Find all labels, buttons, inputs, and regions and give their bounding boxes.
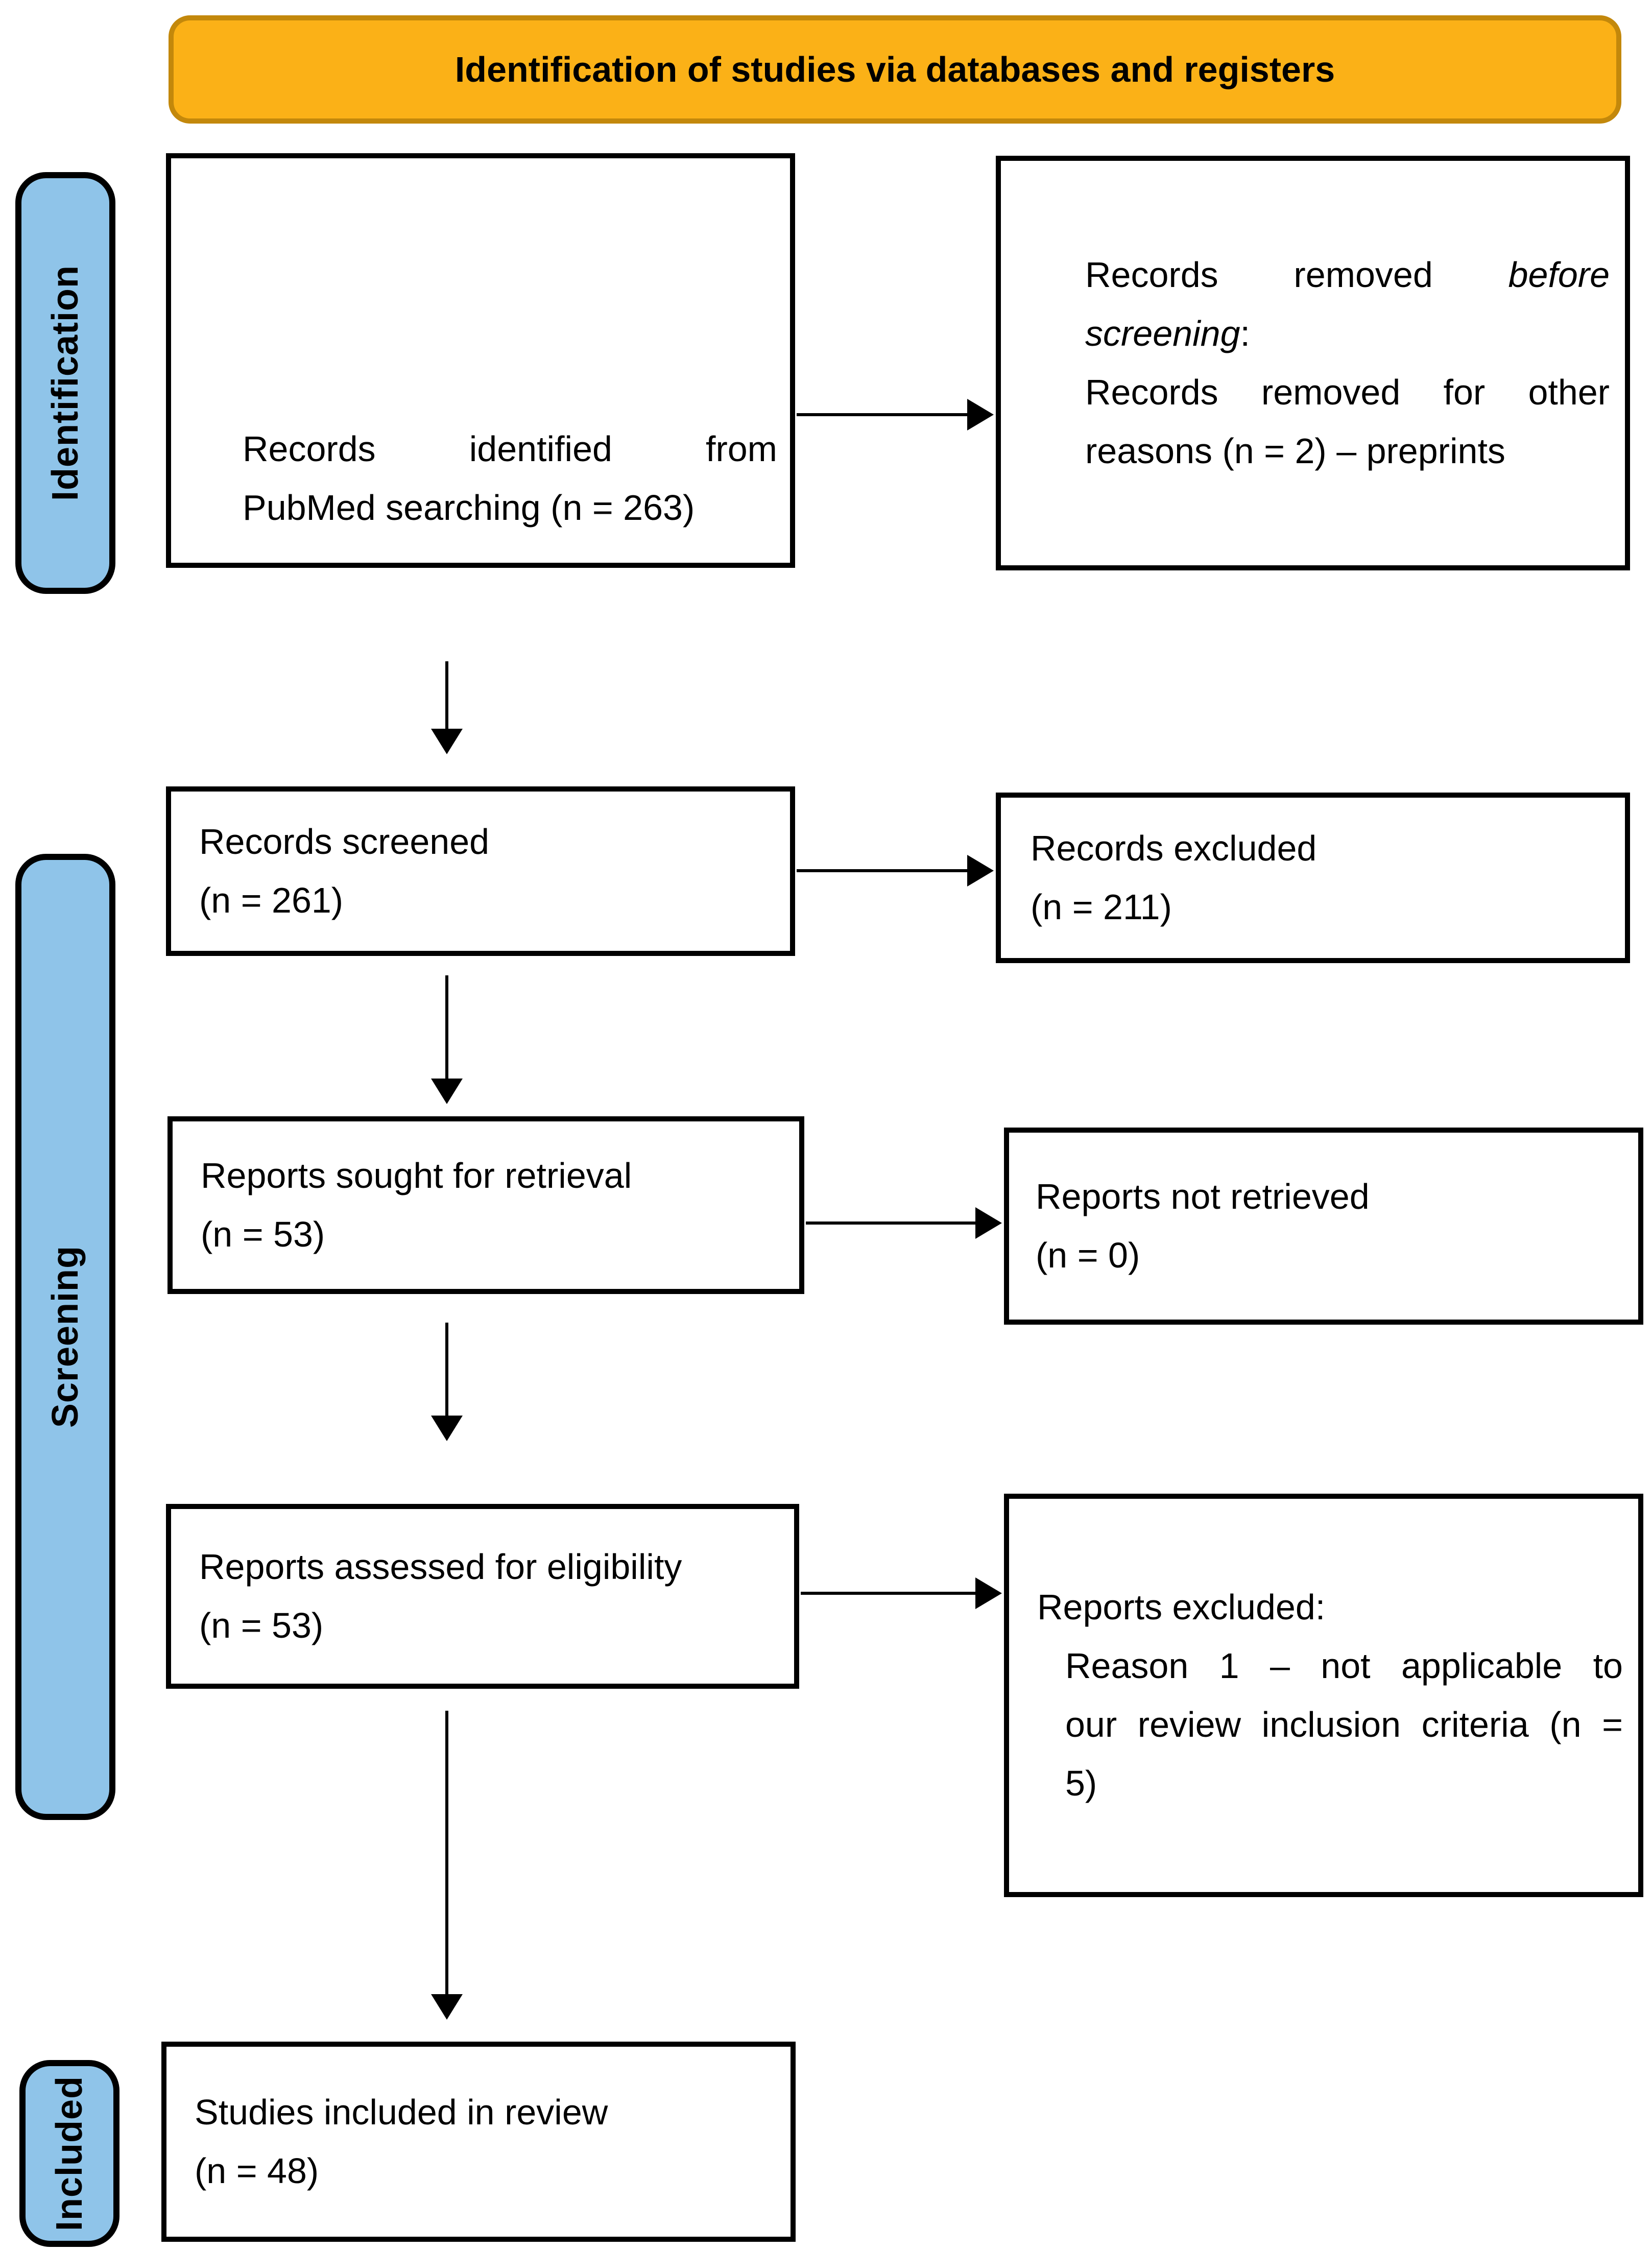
arrow-assessed-to-excluded — [801, 1592, 975, 1595]
box-records-removed: Records removed before screening: Record… — [996, 156, 1630, 570]
reports-not-retrieved-line1: Reports not retrieved — [1036, 1177, 1370, 1216]
reports-sought-line2: (n = 53) — [201, 1214, 325, 1254]
reports-excluded-reason-line3: 5) — [1065, 1763, 1097, 1803]
reports-excluded-reason-line2: our review inclusion criteria (n = — [1065, 1705, 1623, 1744]
records-removed-line1: Records removed before — [1085, 246, 1610, 304]
records-identified-line1: Records identified from — [243, 429, 777, 469]
records-screened-line2: (n = 261) — [199, 880, 344, 920]
arrow-identified-to-screened — [445, 661, 448, 729]
records-screened-line1: Records screened — [199, 822, 490, 861]
records-removed-line1-italic: before — [1508, 255, 1610, 295]
records-removed-line1-regular: Records removed — [1085, 255, 1509, 295]
box-records-identified: Records identified from PubMed searching… — [166, 153, 795, 568]
box-reports-assessed: Reports assessed for eligibility (n = 53… — [166, 1504, 799, 1689]
reports-excluded-reason-line1: Reason 1 – not applicable to — [1065, 1646, 1623, 1686]
box-reports-sought: Reports sought for retrieval (n = 53) — [167, 1116, 804, 1294]
reports-assessed-line2: (n = 53) — [199, 1606, 324, 1645]
sidebar-identification: Identification — [15, 172, 115, 594]
arrow-screened-to-sought — [445, 975, 448, 1079]
records-removed-line2-regular: : — [1240, 314, 1250, 353]
reports-excluded-heading: Reports excluded: — [1037, 1587, 1326, 1627]
sidebar-included-label: Included — [49, 2075, 90, 2231]
box-records-screened: Records screened (n = 261) — [166, 786, 795, 956]
title-banner: Identification of studies via databases … — [169, 15, 1621, 124]
records-removed-line2-italic: screening — [1085, 314, 1240, 353]
records-removed-line4: reasons (n = 2) – preprints — [1085, 431, 1505, 471]
records-excluded-line2: (n = 211) — [1031, 887, 1172, 927]
box-records-excluded: Records excluded (n = 211) — [996, 793, 1630, 963]
reports-excluded-reason: Reason 1 – not applicable to our review … — [1065, 1637, 1623, 1813]
arrow-assessed-to-included — [445, 1711, 448, 1994]
arrow-identified-to-removed — [797, 413, 967, 416]
records-excluded-line1: Records excluded — [1031, 828, 1317, 868]
studies-included-line1: Studies included in review — [195, 2092, 608, 2132]
box-reports-excluded: Reports excluded: Reason 1 – not applica… — [1004, 1494, 1643, 1897]
arrow-sought-to-not-retrieved — [806, 1222, 975, 1225]
reports-not-retrieved-line2: (n = 0) — [1036, 1235, 1140, 1275]
title-text: Identification of studies via databases … — [454, 50, 1335, 89]
sidebar-screening: Screening — [15, 854, 115, 1820]
records-removed-line3: Records removed for other — [1085, 372, 1610, 412]
arrow-sought-to-assessed — [445, 1323, 448, 1416]
sidebar-screening-label: Screening — [45, 1246, 86, 1428]
box-studies-included: Studies included in review (n = 48) — [161, 2042, 796, 2242]
arrow-screened-to-excluded — [797, 869, 967, 872]
reports-assessed-line1: Reports assessed for eligibility — [199, 1547, 682, 1587]
sidebar-identification-label: Identification — [45, 265, 86, 501]
sidebar-included: Included — [19, 2060, 119, 2247]
reports-sought-line1: Reports sought for retrieval — [201, 1156, 632, 1195]
records-removed-line2: screening: — [1085, 304, 1610, 363]
box-reports-not-retrieved: Reports not retrieved (n = 0) — [1004, 1128, 1643, 1325]
records-identified-line2: PubMed searching (n = 263) — [243, 488, 695, 528]
studies-included-line2: (n = 48) — [195, 2151, 319, 2191]
